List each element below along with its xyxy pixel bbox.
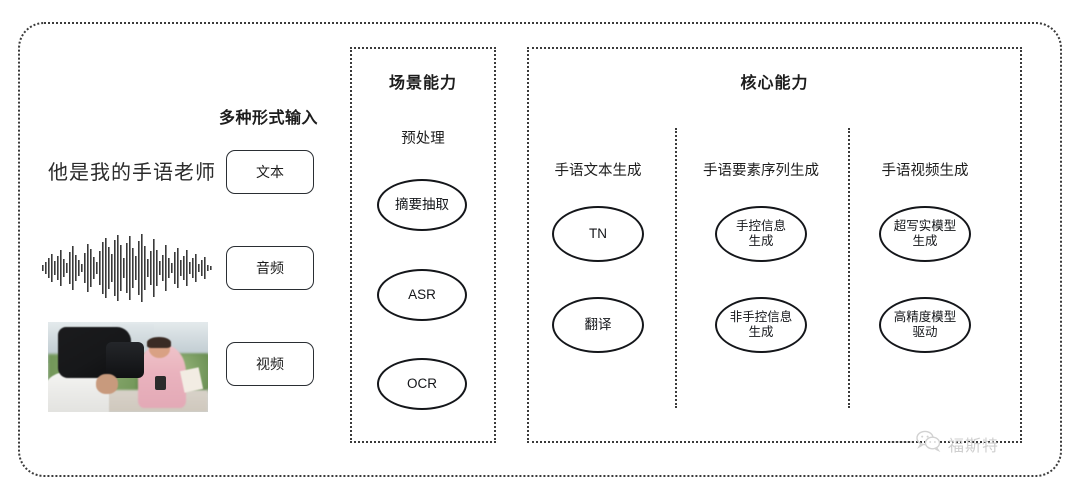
core-node-high-precision-model-driving[interactable]: 高精度模型 驱动 (879, 297, 971, 353)
scene-panel-title: 场景能力 (388, 75, 457, 92)
core-column-label-element-sequence: 手语要素序列生成 (703, 163, 819, 179)
video-input-button[interactable]: 视频 (226, 342, 314, 386)
video-thumbnail-image (48, 322, 208, 412)
core-column-label-video-generation: 手语视频生成 (881, 163, 969, 179)
scene-node-ocr[interactable]: OCR (377, 358, 467, 410)
core-node-nonmanual-info-generation[interactable]: 非手控信息 生成 (715, 297, 807, 353)
scene-node-summary-extraction[interactable]: 摘要抽取 (377, 179, 467, 231)
wechat-icon (916, 430, 942, 457)
scene-node-asr[interactable]: ASR (377, 269, 467, 321)
core-node-translation[interactable]: 翻译 (552, 297, 644, 353)
core-node-photorealistic-model-generation[interactable]: 超写实模型 生成 (879, 206, 971, 262)
watermark-text: 福斯特 (948, 437, 1000, 455)
scene-capability-panel: 场景能力 预处理 (350, 47, 496, 443)
core-node-manual-info-generation[interactable]: 手控信息 生成 (715, 206, 807, 262)
core-column-label-text-generation: 手语文本生成 (554, 163, 642, 179)
text-input-button[interactable]: 文本 (226, 150, 314, 194)
core-panel-title: 核心能力 (740, 75, 809, 92)
audio-input-button[interactable]: 音频 (226, 246, 314, 290)
input-section-heading: 多种形式输入 (219, 110, 319, 127)
scene-panel-subtitle: 预处理 (401, 131, 445, 147)
core-node-tn[interactable]: TN (552, 206, 644, 262)
audio-waveform-icon (40, 232, 216, 304)
outer-frame (18, 22, 1062, 477)
core-panel-divider-2 (848, 128, 850, 408)
watermark-dotted-line (890, 441, 912, 443)
core-capability-panel: 核心能力 (527, 47, 1022, 443)
sample-text: 他是我的手语老师 (48, 162, 216, 184)
watermark: 福斯特 (890, 430, 1000, 457)
core-panel-divider-1 (675, 128, 677, 408)
